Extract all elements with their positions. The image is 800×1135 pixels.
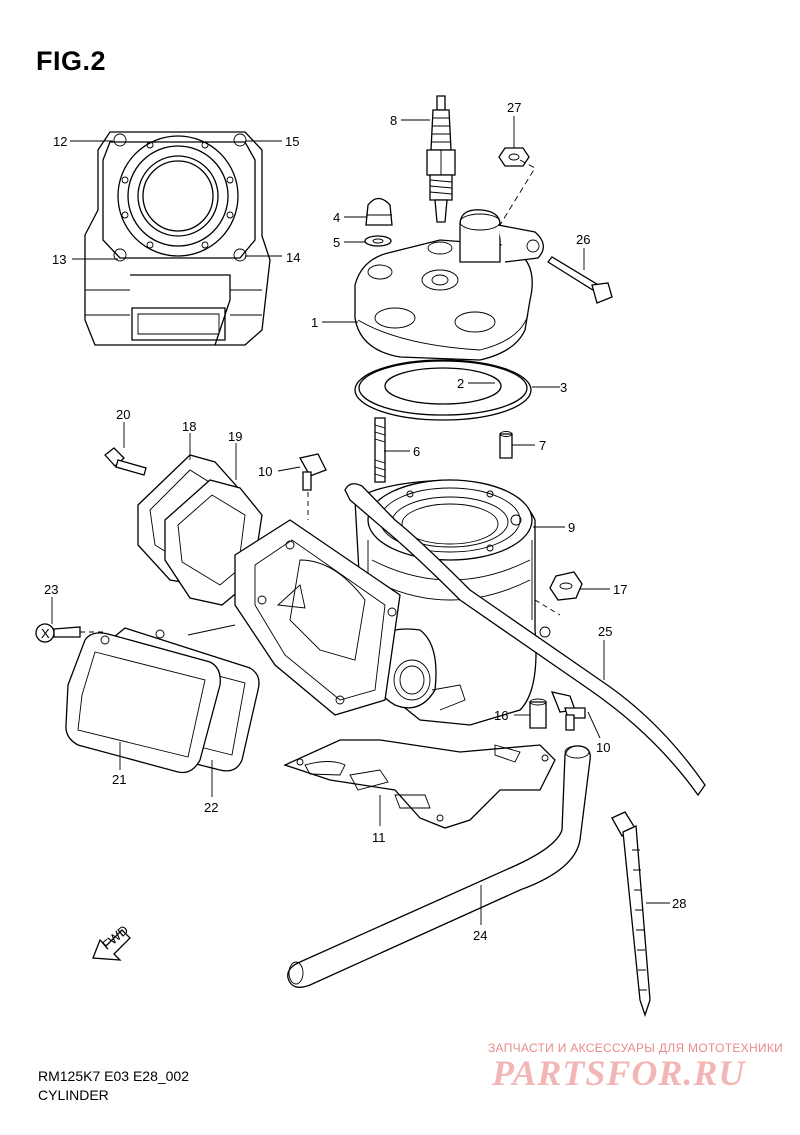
cylinder-inset-view — [84, 131, 271, 346]
fitting-10-lower — [550, 691, 586, 731]
bolt-20 — [104, 447, 147, 476]
callout-21: 21 — [112, 772, 126, 787]
washer-5 — [364, 235, 392, 247]
callout-23: 23 — [44, 582, 58, 597]
stud-6 — [374, 417, 386, 483]
forward-arrow-icon: FWD — [92, 922, 131, 961]
callout-24: 24 — [473, 928, 487, 943]
nut-27 — [498, 147, 536, 226]
callout-leaders — [51, 116, 670, 925]
bolt-23-mark: X — [41, 626, 50, 641]
callout-1: 1 — [311, 315, 318, 330]
diagram-code: RM125K7 E03 E28_002 — [38, 1068, 189, 1084]
o-ring-2 — [384, 367, 502, 405]
callout-18: 18 — [182, 419, 196, 434]
fitting-10-upper — [299, 453, 327, 520]
bolt-23: X — [35, 623, 105, 643]
nut-17 — [534, 571, 583, 616]
callout-27: 27 — [507, 100, 521, 115]
callout-8: 8 — [390, 113, 397, 128]
callout-7: 7 — [539, 438, 546, 453]
callout-5: 5 — [333, 235, 340, 250]
callout-11: 11 — [372, 830, 386, 845]
callout-20: 20 — [116, 407, 130, 422]
callout-10-lower: 10 — [596, 740, 610, 755]
callout-15: 15 — [285, 134, 299, 149]
cap-nut-4 — [365, 197, 393, 226]
bolt-26 — [547, 256, 613, 304]
callout-2: 2 — [457, 376, 464, 391]
callout-13: 13 — [52, 252, 66, 267]
figure-title: FIG.2 — [36, 46, 107, 76]
cylinder-head — [354, 209, 544, 361]
callout-25: 25 — [598, 624, 612, 639]
callout-14: 14 — [286, 250, 300, 265]
base-gasket-11 — [283, 739, 556, 829]
callout-16: 16 — [494, 708, 508, 723]
cover-21 — [65, 632, 221, 774]
hose-25 — [344, 483, 706, 797]
hose-24 — [287, 745, 591, 988]
spark-plug — [426, 95, 456, 223]
watermark-tagline: ЗАПЧАСТИ И АКСЕССУАРЫ ДЛЯ МОТОТЕХНИКИ — [488, 1041, 784, 1055]
callout-22: 22 — [204, 800, 218, 815]
watermark-brand: PARTSFOR.RU — [492, 1053, 746, 1093]
tie-strap-28 — [611, 811, 651, 1018]
callout-labels: 12 15 13 14 8 27 4 5 26 1 2 3 20 18 19 6… — [44, 100, 686, 943]
callout-12: 12 — [53, 134, 67, 149]
diagram-caption: CYLINDER — [38, 1087, 109, 1103]
callout-19: 19 — [228, 429, 242, 444]
o-ring-3 — [354, 359, 532, 421]
intake-flange — [234, 519, 401, 716]
callout-9: 9 — [568, 520, 575, 535]
callout-6: 6 — [413, 444, 420, 459]
callout-28: 28 — [672, 896, 686, 911]
callout-4: 4 — [333, 210, 340, 225]
callout-17: 17 — [613, 582, 627, 597]
pipe-16 — [529, 698, 547, 729]
callout-10-upper: 10 — [258, 464, 272, 479]
dowel-7 — [499, 431, 513, 459]
callout-26: 26 — [576, 232, 590, 247]
callout-3: 3 — [560, 380, 567, 395]
